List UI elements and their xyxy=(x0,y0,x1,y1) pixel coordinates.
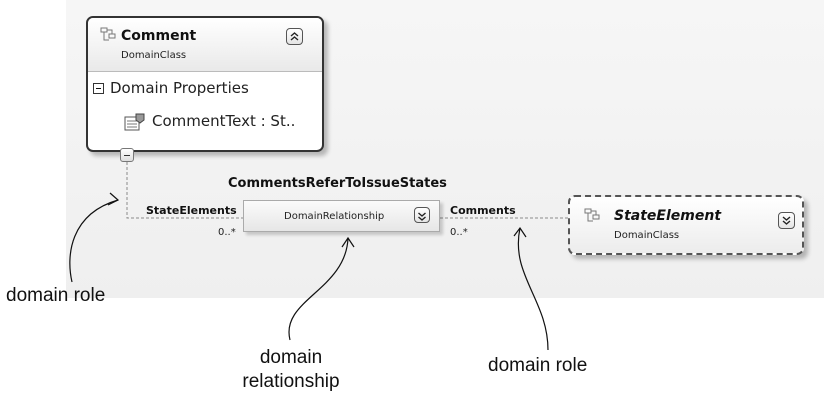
source-multiplicity: 0..* xyxy=(218,227,236,238)
comment-class-header: Comment DomainClass xyxy=(88,18,322,72)
annotation-line-1: domain xyxy=(259,347,323,368)
domain-properties-toggle[interactable] xyxy=(93,83,104,94)
class-icon xyxy=(582,207,602,229)
annotation-domain-role-right: domain role xyxy=(488,355,588,376)
property-icon xyxy=(124,112,146,136)
domain-properties-label: Domain Properties xyxy=(110,79,249,97)
target-role-name[interactable]: Comments xyxy=(450,204,516,217)
class-icon xyxy=(98,26,118,48)
comment-class-kind: DomainClass xyxy=(121,50,187,61)
state-element-class-kind: DomainClass xyxy=(614,230,680,241)
source-role-name[interactable]: StateElements xyxy=(146,204,237,217)
relationship-name: CommentsReferToIssueStates xyxy=(228,176,447,191)
expand-down-icon[interactable] xyxy=(778,212,795,229)
annotation-domain-role-left: domain role xyxy=(6,285,106,306)
collapse-up-icon[interactable] xyxy=(286,28,303,45)
comment-class-name: Comment xyxy=(121,28,197,44)
annotation-line-2: relationship xyxy=(242,371,340,392)
comment-class-shape[interactable]: Comment DomainClass Domain Properties Co… xyxy=(86,16,324,152)
minus-icon[interactable] xyxy=(120,148,134,162)
relationship-kind: DomainRelationship xyxy=(284,211,385,222)
state-element-class-name: StateElement xyxy=(614,208,722,224)
state-element-class-shape[interactable]: StateElement DomainClass xyxy=(568,195,804,255)
comment-text-property[interactable]: CommentText : St.. xyxy=(152,112,296,130)
expand-down-icon[interactable] xyxy=(414,207,430,223)
role-arrow-right xyxy=(517,227,549,351)
annotation-domain-relationship: domain relationship xyxy=(236,346,346,394)
target-multiplicity: 0..* xyxy=(450,227,468,238)
role-arrow-left xyxy=(69,199,119,283)
relationship-arrow xyxy=(288,237,349,341)
relationship-shape[interactable]: DomainRelationship xyxy=(243,200,440,232)
source-connector-line xyxy=(126,162,243,219)
